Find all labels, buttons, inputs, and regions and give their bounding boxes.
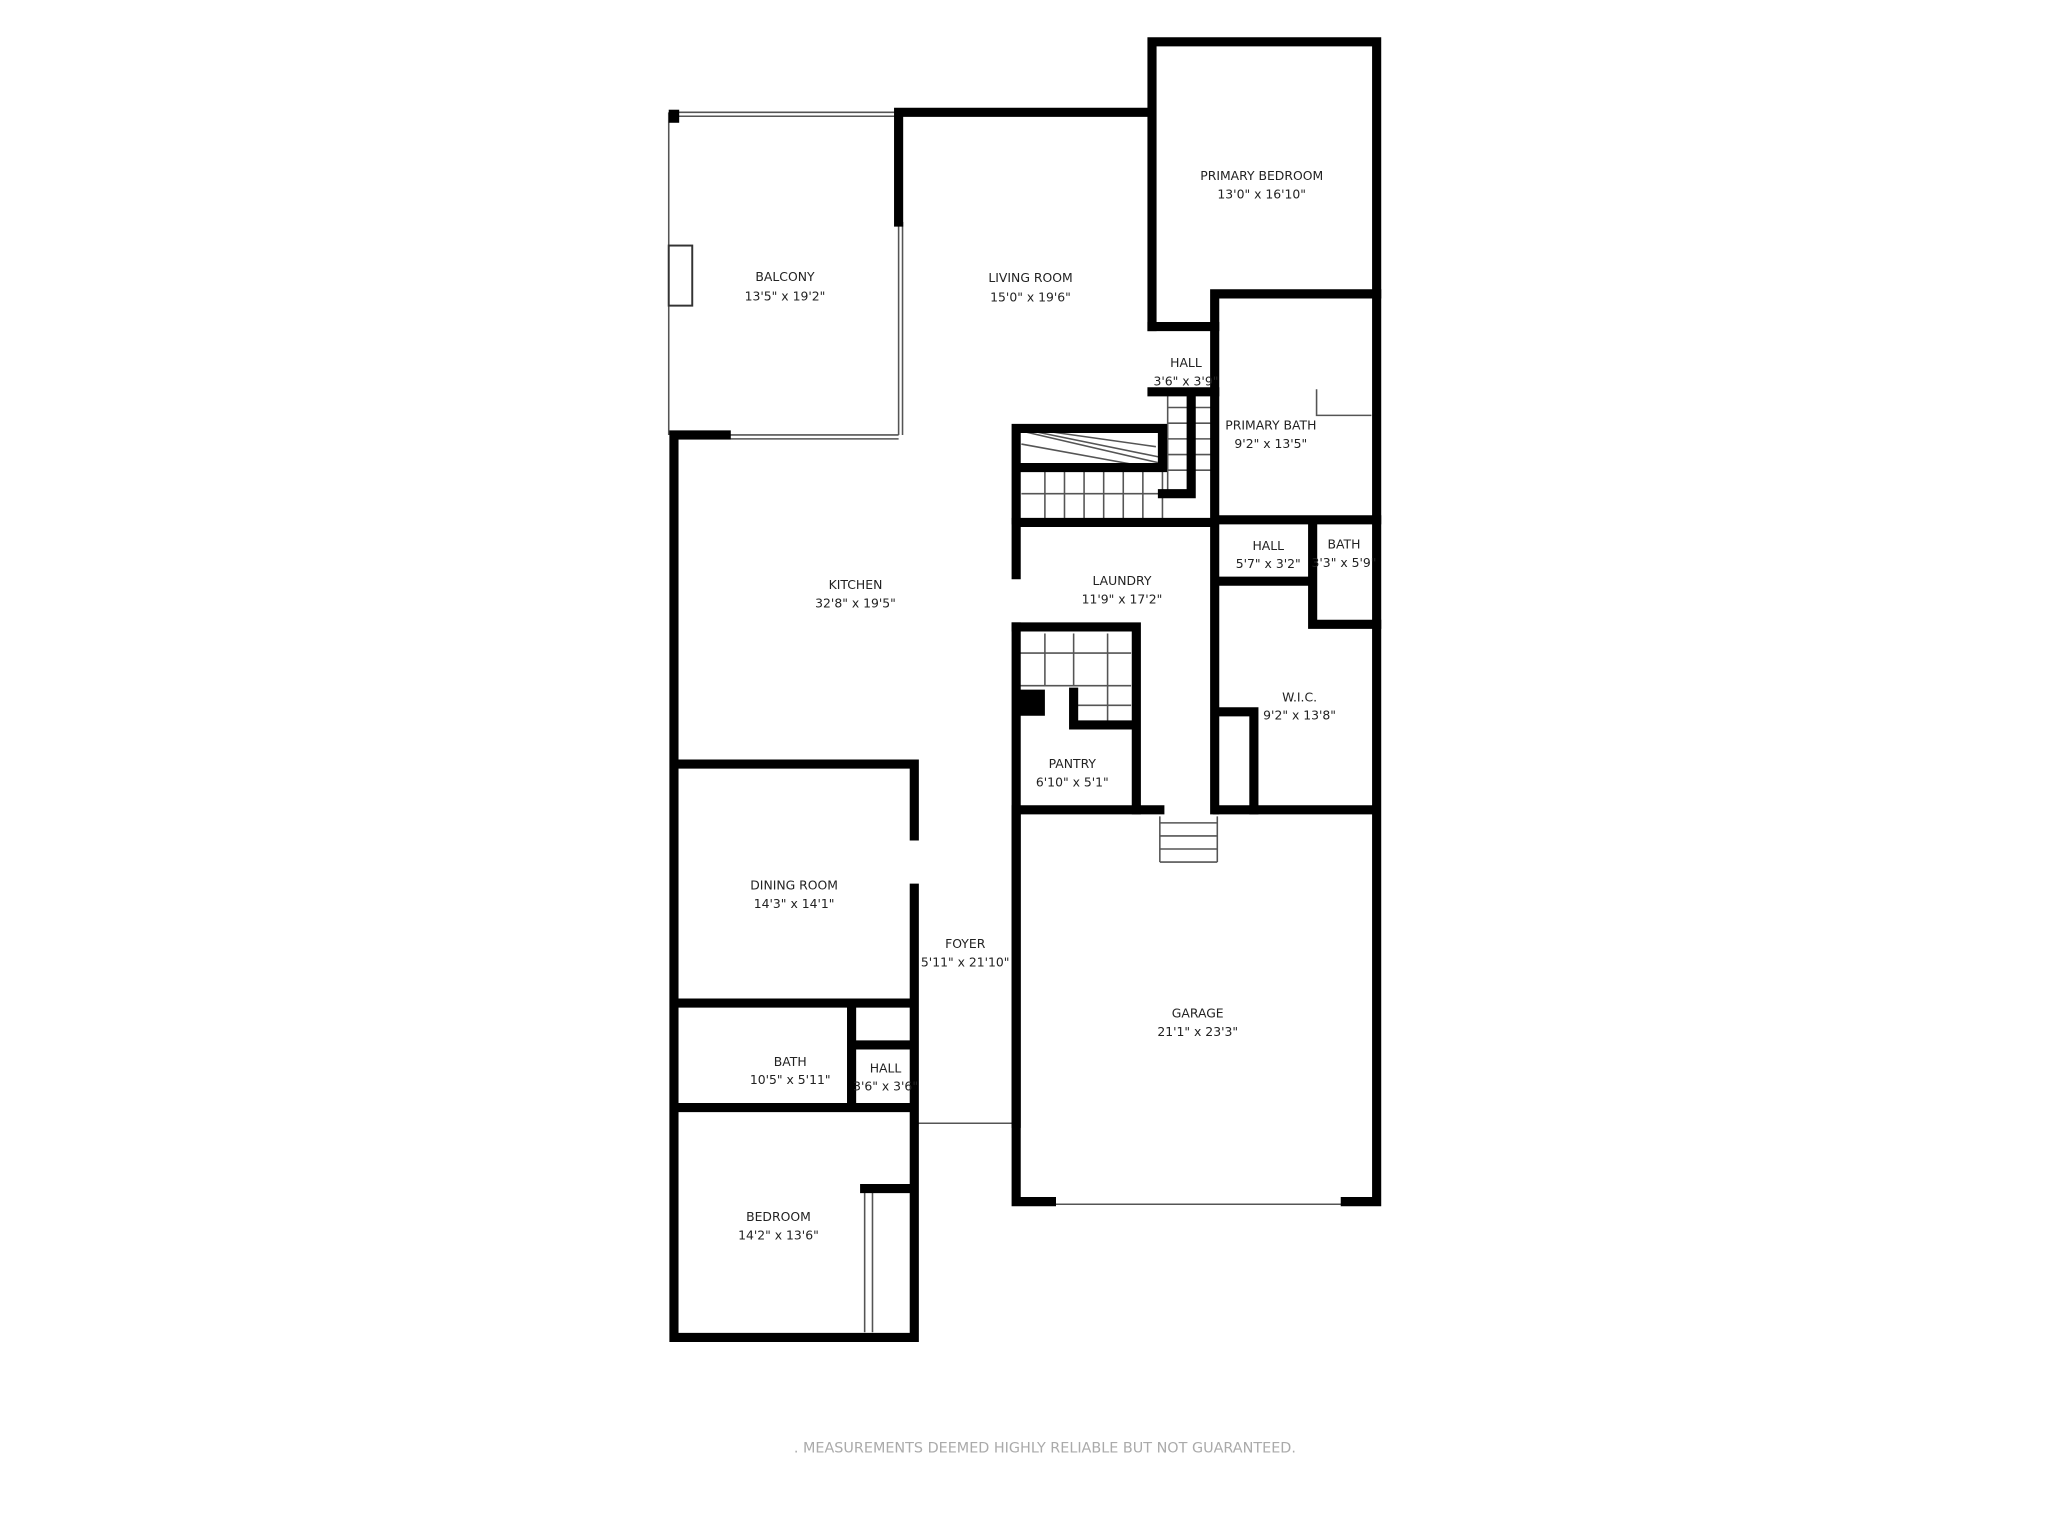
room-garage: GARAGE 21'1" x 23'3" xyxy=(1157,1005,1238,1038)
room-bath: BATH 10'5" x 5'11" xyxy=(750,1054,831,1087)
room-living-room: LIVING ROOM 15'0" x 19'6" xyxy=(988,270,1072,305)
svg-text:LAUNDRY: LAUNDRY xyxy=(1092,573,1151,588)
svg-text:BALCONY: BALCONY xyxy=(755,269,815,284)
room-primary-bedroom: PRIMARY BEDROOM 13'0" x 16'10" xyxy=(1200,168,1323,201)
svg-text:BEDROOM: BEDROOM xyxy=(746,1209,811,1224)
room-foyer: FOYER 5'11" x 21'10" xyxy=(921,936,1010,969)
svg-text:HALL: HALL xyxy=(870,1060,902,1075)
svg-text:HALL: HALL xyxy=(1252,538,1284,553)
fireplace-icon xyxy=(667,244,694,307)
svg-text:3'3" x 5'9": 3'3" x 5'9" xyxy=(1312,555,1377,570)
svg-text:14'2" x 13'6": 14'2" x 13'6" xyxy=(738,1228,819,1243)
svg-text:6'10" x 5'1": 6'10" x 5'1" xyxy=(1036,774,1109,789)
room-hall-mid: HALL 5'7" x 3'2" xyxy=(1236,538,1301,571)
svg-text:15'0" x 19'6": 15'0" x 19'6" xyxy=(990,290,1071,305)
svg-text:11'9" x 17'2": 11'9" x 17'2" xyxy=(1082,591,1163,606)
svg-text:FOYER: FOYER xyxy=(945,936,986,951)
svg-text:GARAGE: GARAGE xyxy=(1172,1005,1224,1020)
svg-text:5'11" x 21'10": 5'11" x 21'10" xyxy=(921,955,1010,970)
room-kitchen: KITCHEN 32'8" x 19'5" xyxy=(815,577,896,610)
svg-text:PRIMARY BEDROOM: PRIMARY BEDROOM xyxy=(1200,168,1323,183)
room-bath-small: BATH 3'3" x 5'9" xyxy=(1312,537,1377,570)
svg-text:9'2" x 13'5": 9'2" x 13'5" xyxy=(1234,436,1307,451)
svg-text:PANTRY: PANTRY xyxy=(1049,756,1097,771)
walls xyxy=(668,37,1382,1343)
svg-text:HALL: HALL xyxy=(1170,355,1202,370)
room-balcony: BALCONY 13'5" x 19'2" xyxy=(745,269,826,304)
svg-text:5'7" x 3'2": 5'7" x 3'2" xyxy=(1236,556,1301,571)
svg-text:3'6" x 3'6": 3'6" x 3'6" xyxy=(853,1079,918,1094)
room-hall-lower: HALL 3'6" x 3'6" xyxy=(853,1060,918,1093)
svg-text:14'3" x 14'1": 14'3" x 14'1" xyxy=(754,896,835,911)
svg-text:13'0" x 16'10": 13'0" x 16'10" xyxy=(1217,187,1306,202)
svg-text:13'5" x 19'2": 13'5" x 19'2" xyxy=(745,288,826,303)
svg-text:10'5" x 5'11": 10'5" x 5'11" xyxy=(750,1072,831,1087)
svg-text:W.I.C.: W.I.C. xyxy=(1282,689,1317,704)
svg-text:BATH: BATH xyxy=(774,1054,807,1069)
room-labels: BALCONY 13'5" x 19'2" LIVING ROOM 15'0" x … xyxy=(738,168,1376,1242)
svg-text:DINING ROOM: DINING ROOM xyxy=(750,877,838,892)
room-wic: W.I.C. 9'2" x 13'8" xyxy=(1263,689,1336,722)
disclaimer: . MEASUREMENTS DEEMED HIGHLY RELIABLE BU… xyxy=(794,1440,1296,1456)
svg-text:BATH: BATH xyxy=(1328,537,1361,552)
svg-text:32'8" x 19'5": 32'8" x 19'5" xyxy=(815,595,896,610)
svg-text:3'6" x 3'9": 3'6" x 3'9" xyxy=(1153,373,1218,388)
room-bedroom: BEDROOM 14'2" x 13'6" xyxy=(738,1209,819,1242)
svg-text:KITCHEN: KITCHEN xyxy=(829,577,883,592)
svg-text:LIVING ROOM: LIVING ROOM xyxy=(988,270,1072,285)
svg-text:21'1" x 23'3": 21'1" x 23'3" xyxy=(1157,1024,1238,1039)
svg-text:9'2" x 13'8": 9'2" x 13'8" xyxy=(1263,708,1336,723)
room-primary-bath: PRIMARY BATH 9'2" x 13'5" xyxy=(1225,418,1316,451)
room-hall-upper: HALL 3'6" x 3'9" xyxy=(1153,355,1218,388)
svg-text:PRIMARY BATH: PRIMARY BATH xyxy=(1225,418,1316,433)
room-laundry: LAUNDRY 11'9" x 17'2" xyxy=(1082,573,1163,606)
room-dining-room: DINING ROOM 14'3" x 14'1" xyxy=(750,877,838,910)
thin-lines xyxy=(667,38,1380,1341)
room-pantry: PANTRY 6'10" x 5'1" xyxy=(1036,756,1109,789)
